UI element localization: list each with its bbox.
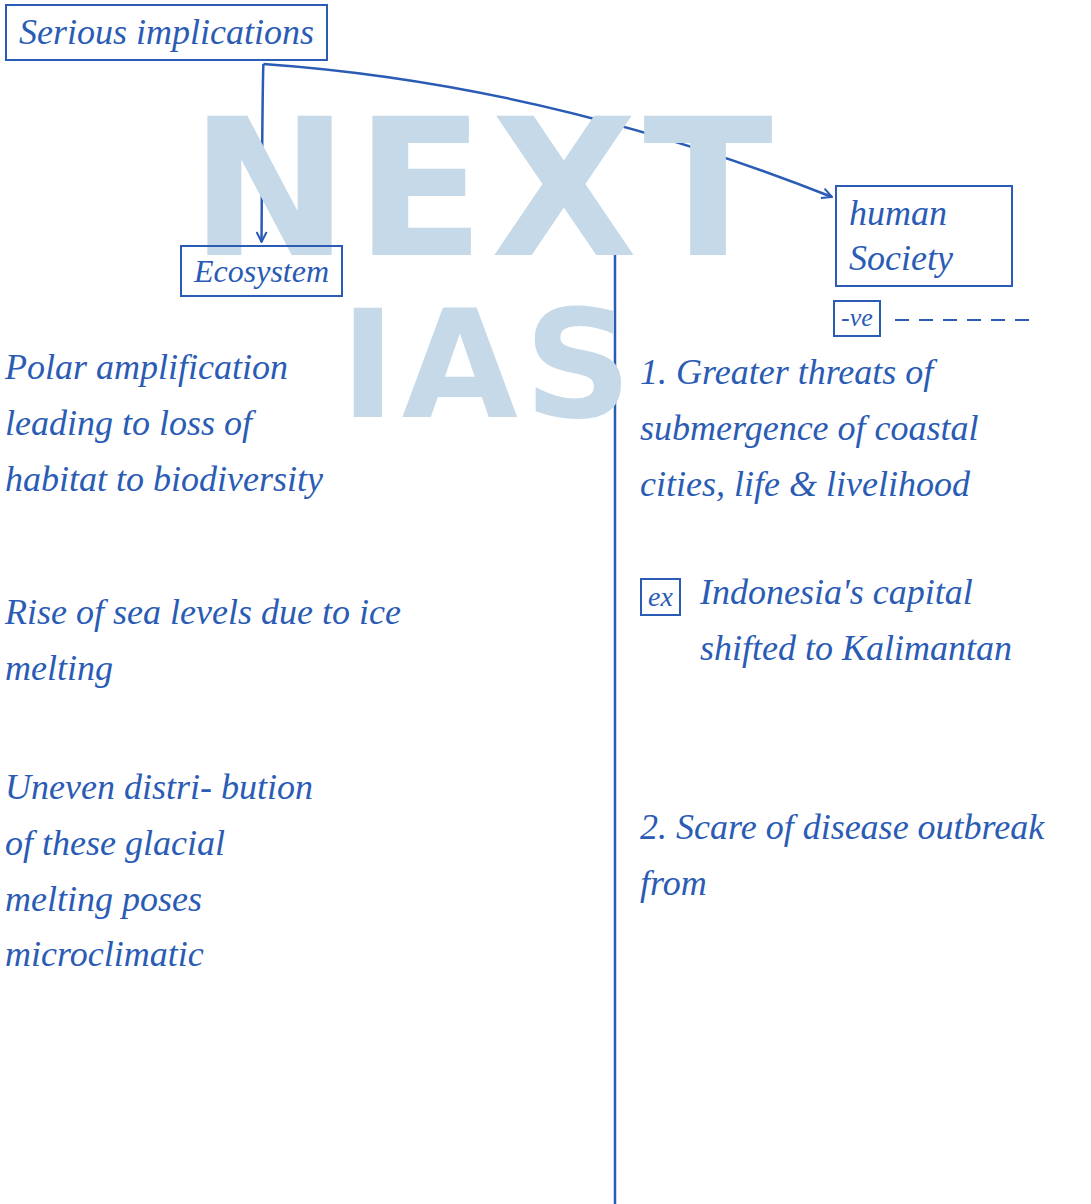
- example-tag: ex: [640, 578, 681, 616]
- note-text: Polar amplification leading to loss of h…: [5, 340, 335, 507]
- note-text: Rise of sea levels due to ice melting: [5, 585, 485, 697]
- note-text: 1. Greater threats of submergence of coa…: [640, 345, 1070, 512]
- category-box: Ecosystem: [180, 245, 343, 297]
- tag-box: -ve: [833, 300, 881, 337]
- note-text: Indonesia's capital shifted to Kalimanta…: [700, 565, 1040, 677]
- node-text: Serious implications: [19, 10, 314, 55]
- note-text: Uneven distri- bution of these glacial m…: [5, 760, 335, 983]
- node-text: human Society: [849, 191, 999, 281]
- dash-line: [895, 319, 1030, 321]
- node-text: Ecosystem: [194, 251, 329, 291]
- note-text: 2. Scare of disease outbreak from: [640, 800, 1060, 912]
- category-box: human Society: [835, 185, 1013, 287]
- heading-box: Serious implications: [5, 4, 328, 61]
- node-text: -ve: [841, 302, 873, 335]
